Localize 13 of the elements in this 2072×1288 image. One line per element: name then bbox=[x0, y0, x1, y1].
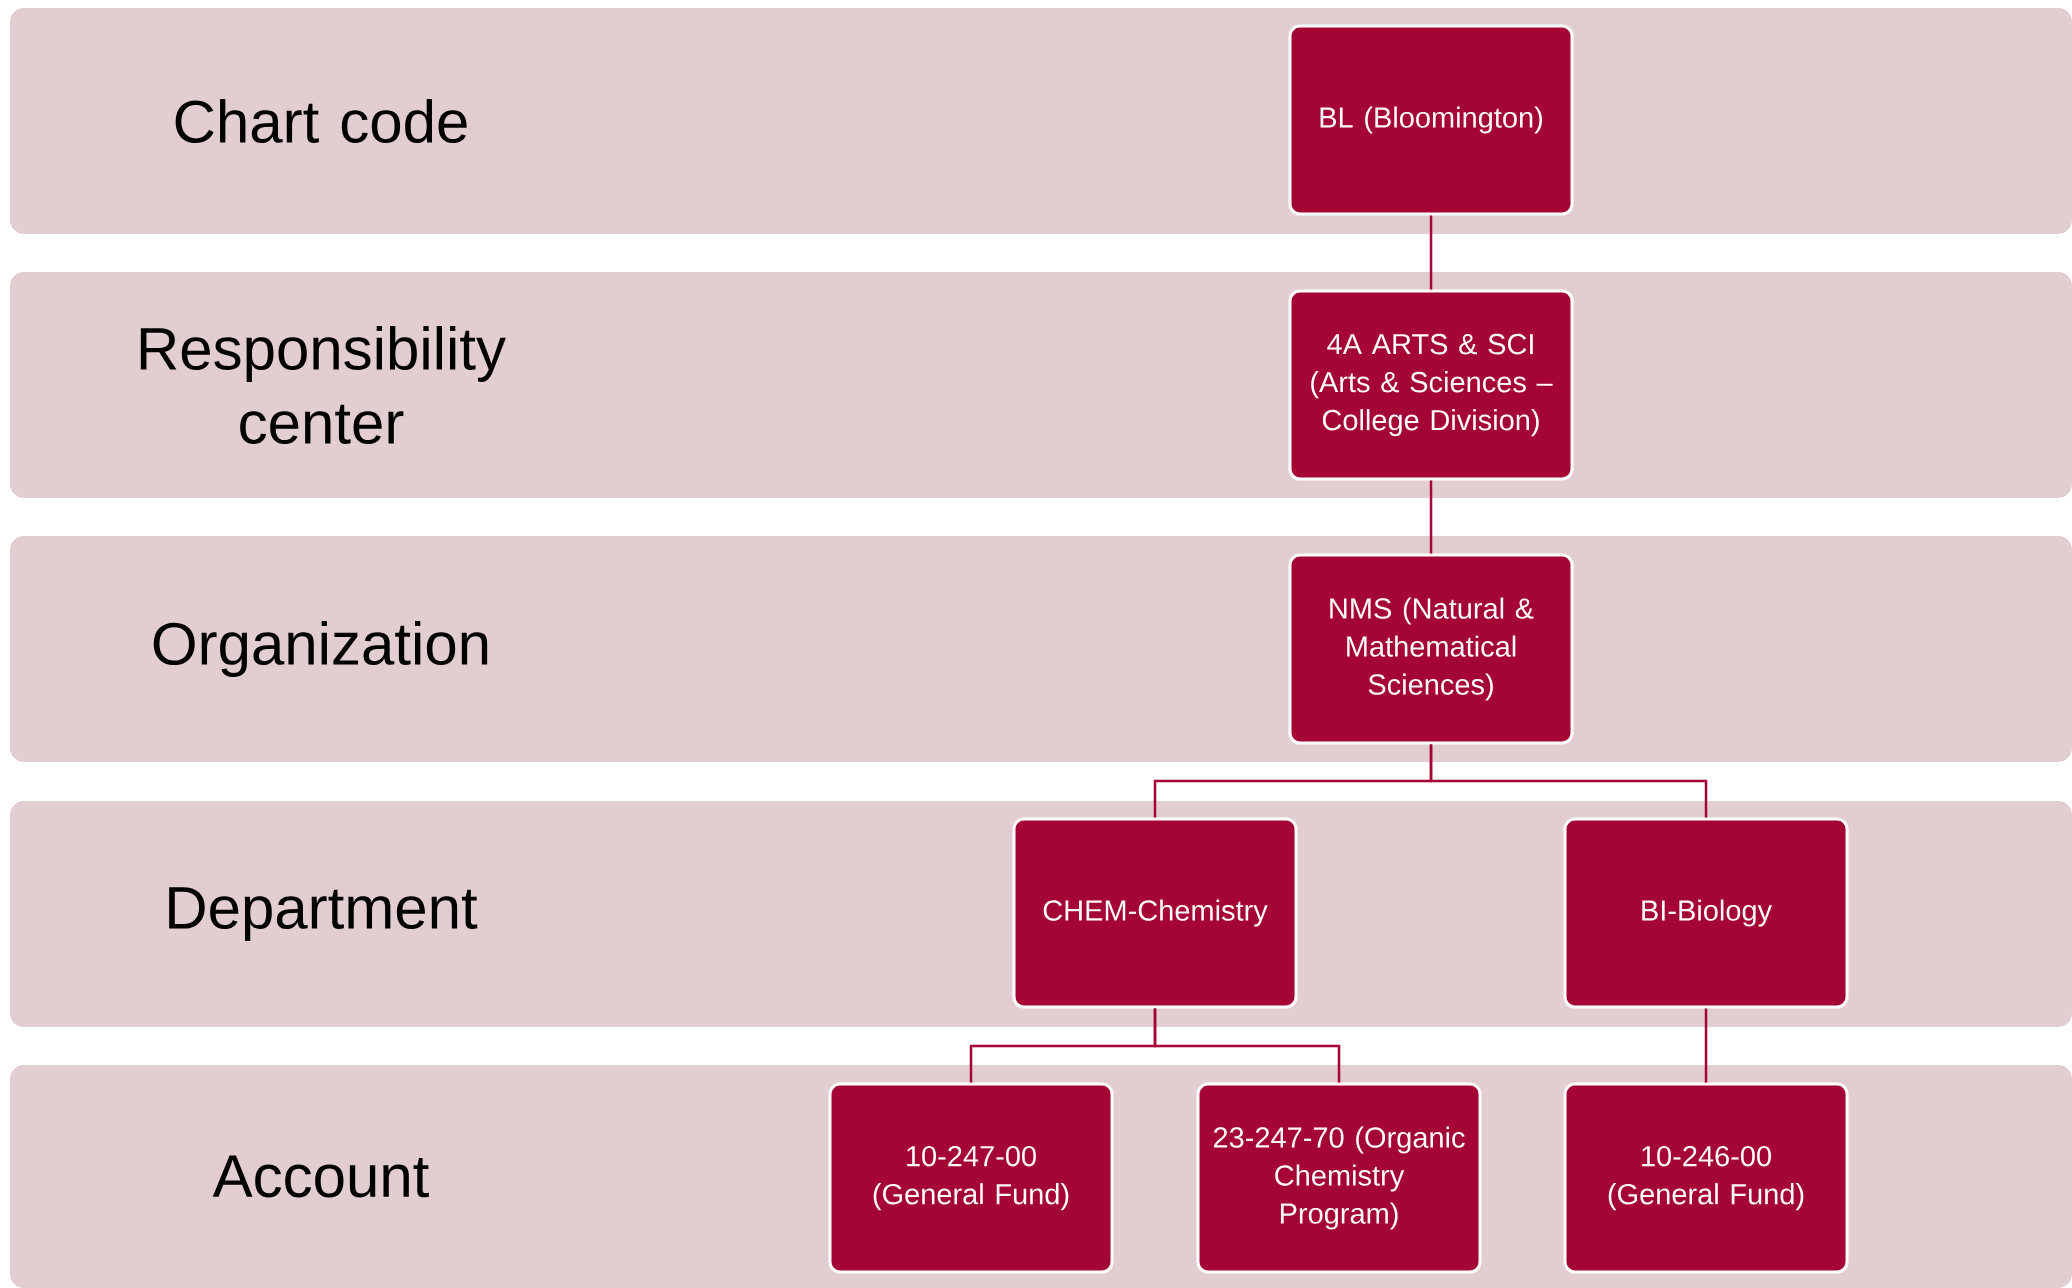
unit-box: 10-246-00 (General Fund) bbox=[1563, 1082, 1849, 1274]
connector bbox=[1429, 215, 1433, 290]
unit-box: BI-Biology bbox=[1563, 817, 1849, 1009]
unit-box: 10-247-00 (General Fund) bbox=[828, 1082, 1114, 1274]
unit-box: 4A ARTS & SCI (Arts & Sciences – College Division) bbox=[1288, 289, 1574, 481]
unit-box: 23-247-70 (Organic Chemistry Program) bbox=[1196, 1082, 1482, 1274]
connector bbox=[1429, 744, 1708, 818]
unit-box: CHEM-Chemistry bbox=[1012, 817, 1298, 1009]
connector bbox=[1704, 1008, 1708, 1083]
unit-box: BL (Bloomington) bbox=[1288, 24, 1574, 216]
connector bbox=[1429, 480, 1433, 554]
connector bbox=[1153, 1008, 1341, 1083]
unit-box: NMS (Natural & Mathematical Sciences) bbox=[1288, 553, 1574, 745]
